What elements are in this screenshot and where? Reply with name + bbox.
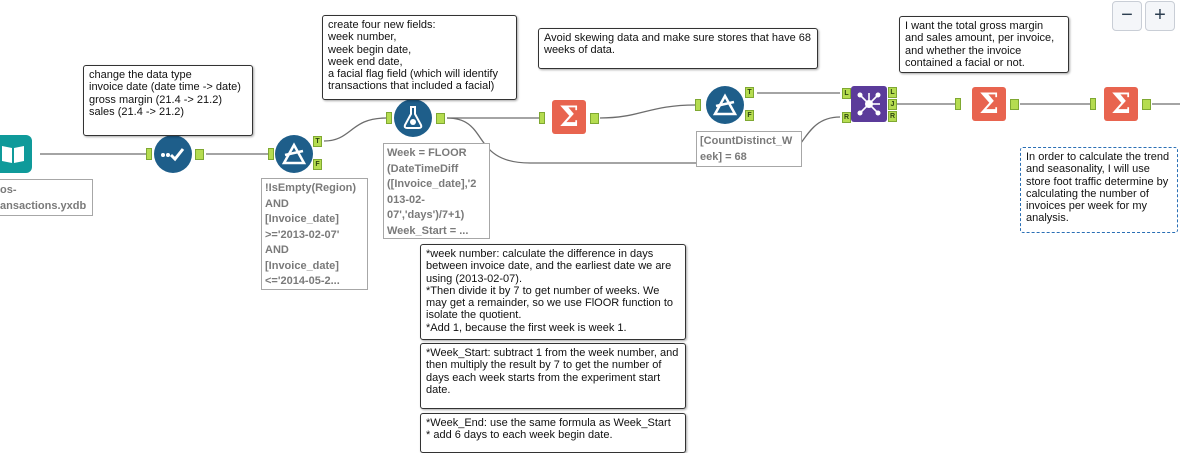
comment-week-start[interactable]: *Week_Start: subtract 1 from the week nu… [420,343,686,409]
comment-avoid-skewing[interactable]: Avoid skewing data and make sure stores … [538,28,818,69]
filter1-expression-label: !IsEmpty(Region) AND [Invoice_date] >='2… [261,178,368,290]
zoom-in-button[interactable]: + [1145,1,1175,31]
formula-tool[interactable] [394,99,432,137]
comment-create-new-fields[interactable]: create four new fields: week number, wee… [322,15,517,100]
filter-tool-1[interactable] [275,135,313,173]
checkmark-select-icon [161,148,185,162]
select-input-anchor[interactable] [146,148,152,160]
wire-filter1-formula [323,117,387,142]
input-tool-label: os- ansactions.yxdb [0,179,93,216]
join-left-input-anchor[interactable]: L [842,88,851,99]
summarize2-input-anchor[interactable] [955,98,961,110]
summarize2-output-anchor[interactable] [1010,99,1019,110]
sigma-summarize-icon: Σ [979,87,999,120]
wire-summarize1-filter2 [599,104,696,119]
sigma-summarize-icon: Σ [559,100,579,133]
join-right-output-anchor[interactable]: R [888,111,897,122]
summarize-tool-1[interactable]: Σ [552,100,586,134]
filter-icon [281,142,307,165]
filter-tool-2[interactable] [706,86,744,124]
filter2-input-anchor[interactable] [695,99,701,111]
summarize3-output-anchor[interactable] [1142,99,1151,110]
sigma-summarize-icon: Σ [1111,87,1131,120]
formula-expression-label: Week = FLOOR (DateTimeDiff ([Invoice_dat… [383,143,490,239]
summarize-tool-3[interactable]: Σ [1104,87,1138,121]
summarize-tool-2[interactable]: Σ [972,87,1006,121]
zoom-out-button[interactable]: − [1112,1,1142,31]
comment-gross-margin[interactable]: I want the total gross margin and sales … [899,16,1069,73]
filter1-input-anchor[interactable] [268,148,274,160]
filter2-expression-label: [CountDistinct_W eek] = 68 [696,131,802,167]
comment-week-end[interactable]: *Week_End: use the same formula as Week_… [420,413,686,453]
filter-icon [712,93,738,116]
wire-formula-join-right [446,116,841,164]
comment-change-data-type[interactable]: change the data type invoice date (date … [83,65,253,136]
formula-flask-icon [403,106,423,129]
join-right-input-anchor[interactable]: R [842,112,851,123]
summarize1-output-anchor[interactable] [590,113,599,124]
open-book-icon [2,146,24,163]
formula-input-anchor[interactable] [386,112,392,124]
select-output-anchor[interactable] [195,149,204,160]
filter1-true-anchor[interactable]: T [313,136,322,147]
filter2-true-anchor[interactable]: T [745,87,754,98]
join-left-output-anchor[interactable]: L [888,87,897,98]
join-join-output-anchor[interactable]: J [888,99,897,110]
summarize1-input-anchor[interactable] [539,112,545,124]
filter1-false-anchor[interactable]: F [313,159,322,170]
join-tool[interactable] [851,86,887,122]
formula-output-anchor[interactable] [436,113,445,124]
summarize3-input-anchor[interactable] [1090,98,1096,110]
join-network-icon [857,92,881,116]
comment-trend-seasonality[interactable]: In order to calculate the trend and seas… [1020,147,1178,233]
input-data-tool[interactable] [0,135,32,173]
filter2-false-anchor[interactable]: F [745,110,754,121]
comment-week-number[interactable]: *week number: calculate the difference i… [420,244,686,340]
select-tool[interactable] [154,135,192,173]
